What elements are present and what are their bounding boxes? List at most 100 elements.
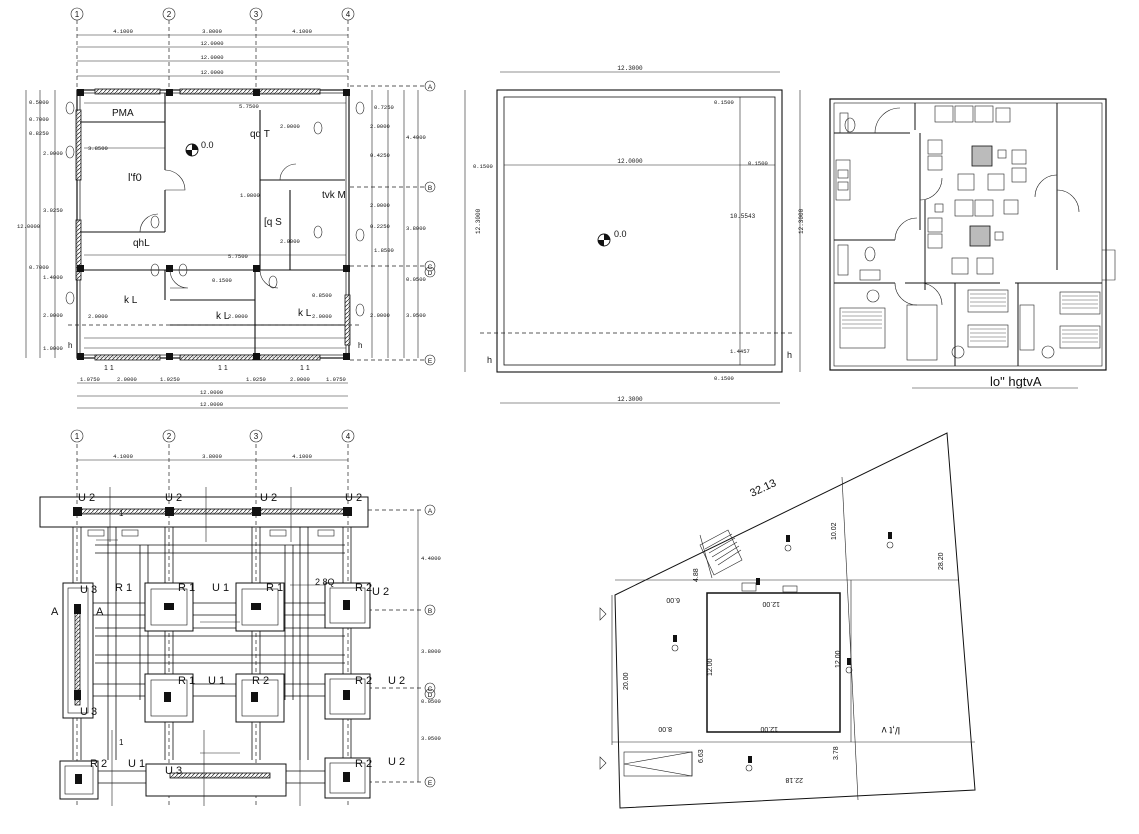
dim-interior-8: 0.8500 bbox=[312, 292, 332, 299]
site-dim-8: 20.00 bbox=[623, 672, 630, 690]
furnished-plan-caption: lo" hgtvA bbox=[990, 374, 1042, 389]
left-dimension-strings: 0.5000 0.7000 0.8250 2.0000 3.0250 0.700… bbox=[17, 90, 63, 358]
fnd-footing-label-3: R 1 bbox=[266, 582, 283, 594]
site-dim-4: 4.88 bbox=[693, 568, 700, 582]
fnd-grid-row-e: E bbox=[428, 780, 433, 787]
fnd-footing-label-1: R 1 bbox=[178, 582, 195, 594]
fnd-beam-label-6: U 3 bbox=[80, 706, 97, 718]
fnd-grid-col-1: 1 bbox=[75, 432, 80, 441]
site-dim-5: 6.00 bbox=[666, 596, 680, 603]
dim-bottom-1: 1.0750 bbox=[80, 376, 100, 383]
site-dim-3: 28.20 bbox=[938, 552, 945, 570]
fnd-beam-label-7: U 3 bbox=[165, 765, 182, 777]
grid-row-a: A bbox=[428, 84, 433, 91]
fnd-dim-top-1: 4.1000 bbox=[113, 453, 133, 460]
fnd-section-label-3: 1 bbox=[119, 509, 124, 518]
dim-bottom-6: 1.0750 bbox=[326, 376, 346, 383]
fnd-dim-right-1: 4.4000 bbox=[421, 555, 441, 562]
room-label-4: tvk M bbox=[322, 190, 346, 201]
slab-section-right: h bbox=[787, 350, 792, 360]
fnd-grid-row-c: C bbox=[428, 686, 433, 693]
dim-right-4: 0.4250 bbox=[370, 152, 390, 159]
dim-bottom-4: 1.9250 bbox=[246, 376, 266, 383]
section-mark-1: 1 1 bbox=[104, 365, 114, 372]
fnd-section-label-1: A bbox=[51, 606, 59, 618]
slab-dim-bottom: 12.3000 bbox=[617, 396, 643, 403]
dim-right-5: 2.0000 bbox=[370, 202, 390, 209]
section-mark-3: 1 1 bbox=[300, 365, 310, 372]
level-marker-plan1: 0.0 bbox=[201, 140, 214, 150]
fnd-beam-label-4: U 2 bbox=[345, 492, 362, 504]
fnd-footing-label-2: R 1 bbox=[178, 675, 195, 687]
room-label-6: qhL bbox=[133, 238, 150, 249]
site-dim-14: 22.18 bbox=[785, 776, 803, 783]
grid-row-bubbles: A B C D E bbox=[350, 80, 436, 366]
fnd-grid-row-a: A bbox=[428, 508, 433, 515]
right-dimension-strings: 0.7250 2.0000 4.4000 0.4250 2.0000 3.800… bbox=[370, 90, 426, 358]
site-dim-2: 10.02 bbox=[831, 522, 838, 540]
site-dim-12: 6.63 bbox=[698, 749, 705, 763]
section-mark-h-left: h bbox=[68, 341, 72, 350]
dim-bottom-3: 1.9250 bbox=[160, 376, 180, 383]
grid-row-e: E bbox=[428, 358, 433, 365]
fnd-grid-col-2: 2 bbox=[167, 432, 172, 441]
dim-interior-2: 5.7500 bbox=[228, 253, 248, 260]
dim-top-3: 4.1000 bbox=[292, 28, 312, 35]
fnd-grid-col-4: 4 bbox=[346, 432, 351, 441]
fnd-grid-row-d: D bbox=[428, 692, 433, 699]
fnd-footing-label-9: R 1 bbox=[115, 582, 132, 594]
slab-dim-small-4: 0.1500 bbox=[714, 375, 734, 382]
section-mark-2: 1 1 bbox=[218, 365, 228, 372]
dim-left-8: 2.0000 bbox=[43, 312, 63, 319]
fnd-dim-top-3: 4.1000 bbox=[292, 453, 312, 460]
foundation-plan: 1 2 3 4 4.1000 3.8000 4.1000 A B C D E 4… bbox=[39, 429, 441, 806]
fnd-footing-label-7: R 2 bbox=[355, 758, 372, 770]
dim-left-6: 0.7000 bbox=[29, 264, 49, 271]
dim-overall-2: 12.0000 bbox=[200, 54, 223, 61]
slab-dim-inner: 12.0000 bbox=[617, 158, 643, 165]
slab-dim-small-1: 0.1500 bbox=[714, 99, 734, 106]
dim-bottom-overall-1: 12.0000 bbox=[200, 389, 223, 396]
dim-interior-10: 2.0000 bbox=[228, 313, 248, 320]
dim-interior-3: 3.8500 bbox=[88, 145, 108, 152]
fnd-beam-label-12: U 1 bbox=[208, 675, 225, 687]
room-label-7: k L bbox=[124, 295, 138, 306]
room-label-9: k L bbox=[298, 308, 312, 319]
slab-dim-small-3: 0.1500 bbox=[748, 160, 768, 167]
dim-right-10: 3.9500 bbox=[406, 312, 426, 319]
slab-dim-left: 12.3000 bbox=[475, 208, 482, 234]
dim-right-11: 2.0000 bbox=[370, 312, 390, 319]
site-label: l/,t v bbox=[882, 724, 900, 735]
slab-dim-right: 12.3000 bbox=[798, 208, 805, 234]
fnd-beam-label-2: U 2 bbox=[165, 492, 182, 504]
room-label-1: PMA bbox=[112, 108, 134, 119]
slab-dim-top: 12.3000 bbox=[617, 65, 643, 72]
slab-dim-small-2: 0.1500 bbox=[473, 163, 493, 170]
dim-left-1: 0.5000 bbox=[29, 99, 49, 106]
fnd-section-label-2: A bbox=[96, 606, 104, 618]
fnd-beam-label-3: U 2 bbox=[260, 492, 277, 504]
dim-interior-5: 1.0800 bbox=[240, 192, 260, 199]
dim-bottom-5: 2.0000 bbox=[290, 376, 310, 383]
section-mark-h-right: h bbox=[358, 341, 362, 350]
furnished-plan: lo" hgtvA bbox=[829, 98, 1116, 389]
site-dim-10: 12.00 bbox=[760, 725, 778, 732]
fnd-beam-label-11: U 1 bbox=[212, 582, 229, 594]
top-dimension-strings: 4.1000 3.8000 4.1000 12.0000 12.0000 12.… bbox=[77, 28, 348, 77]
fnd-beam-label-13: U 1 bbox=[128, 758, 145, 770]
dim-right-9: 0.0500 bbox=[406, 276, 426, 283]
dim-right-2: 2.0000 bbox=[370, 123, 390, 130]
dim-bottom-overall-2: 12.0000 bbox=[200, 401, 223, 408]
slab-plan: 12.3000 12.3000 12.3000 12.3000 12.0000 … bbox=[464, 65, 805, 404]
dim-left-9: 1.0000 bbox=[43, 345, 63, 352]
dim-interior-4: 2.0000 bbox=[280, 123, 300, 130]
dim-left-4: 2.0000 bbox=[43, 150, 63, 157]
dim-top-1: 4.1000 bbox=[113, 28, 133, 35]
fnd-dim-top-2: 3.8000 bbox=[202, 453, 222, 460]
dim-bottom-2: 2.0000 bbox=[117, 376, 137, 383]
dim-left-5: 3.0250 bbox=[43, 207, 63, 214]
dim-right-8: 1.8500 bbox=[374, 247, 394, 254]
dim-interior-1: 5.7500 bbox=[239, 103, 259, 110]
dim-right-3: 4.4000 bbox=[406, 134, 426, 141]
